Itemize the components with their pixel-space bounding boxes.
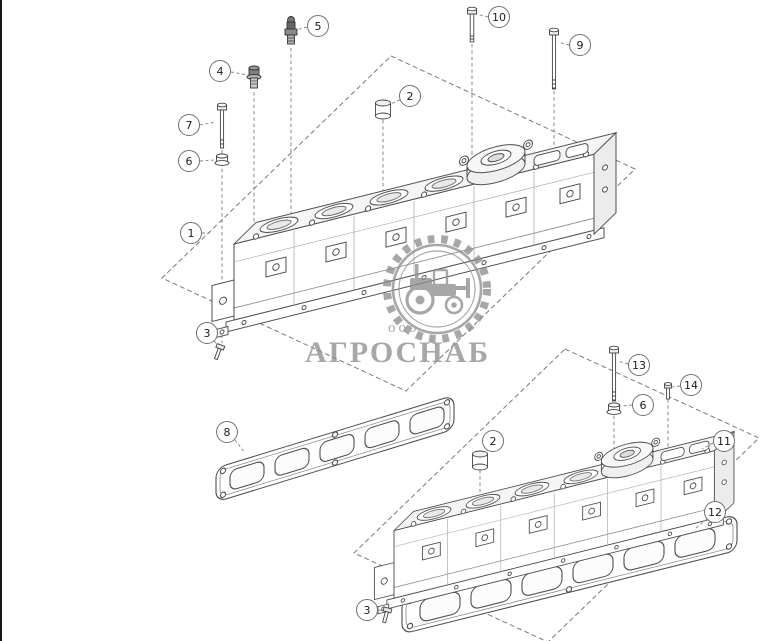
part-screw-3-lower xyxy=(382,606,393,624)
callout-2: 2 xyxy=(399,85,421,107)
part-plug-4 xyxy=(246,65,262,89)
callout-6: 6 xyxy=(178,150,200,172)
part-sensor-5 xyxy=(284,16,298,45)
part-screw-3-upper xyxy=(213,343,226,361)
callout-13: 13 xyxy=(628,354,650,376)
part-bolt-7 xyxy=(217,102,227,149)
callout-leader-lines xyxy=(199,13,714,612)
callout-3: 3 xyxy=(356,599,378,621)
callout-1: 1 xyxy=(180,222,202,244)
part-cap-2-upper xyxy=(375,99,391,120)
callout-8: 8 xyxy=(216,421,238,443)
upper-manifold-assembly xyxy=(211,116,617,340)
callout-12: 12 xyxy=(704,501,726,523)
callout-10: 10 xyxy=(488,6,510,28)
callout-11: 11 xyxy=(713,430,735,452)
part-nut-6-upper xyxy=(214,153,230,166)
part-cap-2-lower xyxy=(472,450,488,471)
part-bolt-10 xyxy=(467,6,477,43)
callout-4: 4 xyxy=(209,60,231,82)
part-bolt-14 xyxy=(664,382,672,400)
part-bolt-13 xyxy=(609,345,619,402)
callout-3: 3 xyxy=(196,322,218,344)
callout-6: 6 xyxy=(632,394,654,416)
callout-2: 2 xyxy=(482,430,504,452)
lower-assembly-boundary-box xyxy=(353,348,760,641)
part-gasket-8 xyxy=(215,397,455,500)
callout-5: 5 xyxy=(307,15,329,37)
callout-7: 7 xyxy=(178,114,200,136)
part-bolt-9 xyxy=(549,27,559,90)
callout-14: 14 xyxy=(680,374,702,396)
callout-9: 9 xyxy=(569,34,591,56)
part-nut-6-lower xyxy=(606,402,622,415)
